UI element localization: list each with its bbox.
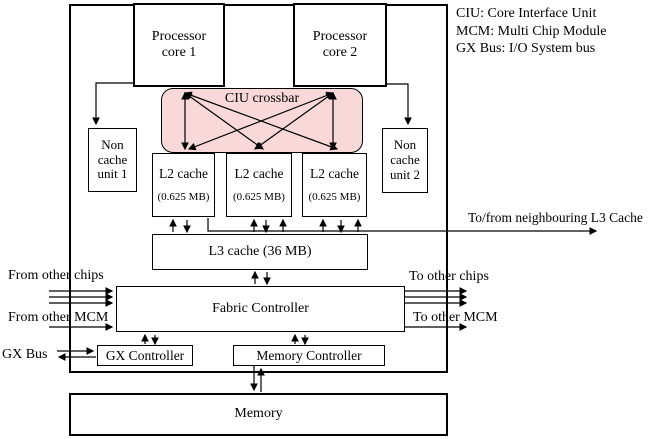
non-cache-unit-1-box: Non cache unit 1	[88, 128, 137, 192]
memory-box: Memory	[69, 393, 448, 436]
legend-gx-bus: GX Bus: I/O System bus	[456, 41, 596, 56]
processor-core-1-label-line1: Processor	[151, 28, 207, 44]
neighbouring-l3-label: To/from neighbouring L3 Cache	[468, 210, 643, 225]
l2-cache-3-label: L2 cache	[309, 166, 360, 182]
memory-label: Memory	[234, 406, 283, 422]
memory-controller-label: Memory Controller	[256, 347, 362, 363]
ciu-crossbar: CIU crossbar	[161, 88, 363, 153]
non-cache-unit-1-line3: unit 1	[97, 166, 128, 182]
l2-cache-3-size: (0.625 MB)	[308, 190, 361, 203]
fabric-controller-label: Fabric Controller	[212, 300, 309, 316]
legend: CIU: Core Interface Unit MCM: Multi Chip…	[456, 5, 607, 58]
l2-cache-2-size: (0.625 MB)	[233, 190, 285, 203]
processor-core-1-box: Processor core 1	[133, 3, 225, 87]
processor-core-2-box: Processor core 2	[293, 3, 387, 87]
l2-cache-2-label: L2 cache	[234, 166, 284, 182]
l2-cache-1-label: L2 cache	[158, 166, 209, 182]
l3-cache-label: L3 cache (36 MB)	[208, 243, 312, 259]
non-cache-unit-2-line1: Non	[393, 137, 417, 153]
memory-controller-box: Memory Controller	[233, 345, 385, 366]
gx-bus-label: GX Bus	[2, 347, 48, 362]
processor-core-1-label-line2: core 1	[161, 45, 197, 60]
from-other-mcm-label: From other MCM	[8, 310, 109, 325]
to-other-chips-label: To other chips	[409, 269, 489, 284]
non-cache-unit-2-box: Non cache unit 2	[382, 128, 428, 193]
processor-core-2-label-line2: core 2	[322, 45, 358, 60]
fabric-controller-box: Fabric Controller	[116, 286, 405, 332]
legend-mcm: MCM: Multi Chip Module	[456, 23, 607, 39]
l2-cache-1-box: L2 cache (0.625 MB)	[152, 153, 215, 217]
l3-cache-box: L3 cache (36 MB)	[152, 234, 368, 270]
non-cache-unit-1-line1: Non	[101, 136, 124, 152]
to-other-mcm-label: To other MCM	[413, 310, 498, 325]
non-cache-unit-1-line2: cache	[97, 151, 128, 167]
legend-ciu: CIU: Core Interface Unit	[456, 6, 597, 21]
from-other-chips-label: From other chips	[8, 268, 104, 283]
ciu-crossbar-label: CIU crossbar	[224, 91, 300, 106]
l2-cache-2-box: L2 cache (0.625 MB)	[226, 153, 292, 217]
l2-cache-3-box: L2 cache (0.625 MB)	[302, 153, 367, 217]
non-cache-unit-2-line3: unit 2	[390, 166, 420, 182]
gx-controller-box: GX Controller	[97, 345, 193, 366]
l2-cache-1-size: (0.625 MB)	[157, 190, 210, 203]
processor-core-2-label-line1: Processor	[312, 28, 368, 44]
gx-controller-label: GX Controller	[105, 347, 185, 363]
non-cache-unit-2-line2: cache	[390, 152, 420, 168]
